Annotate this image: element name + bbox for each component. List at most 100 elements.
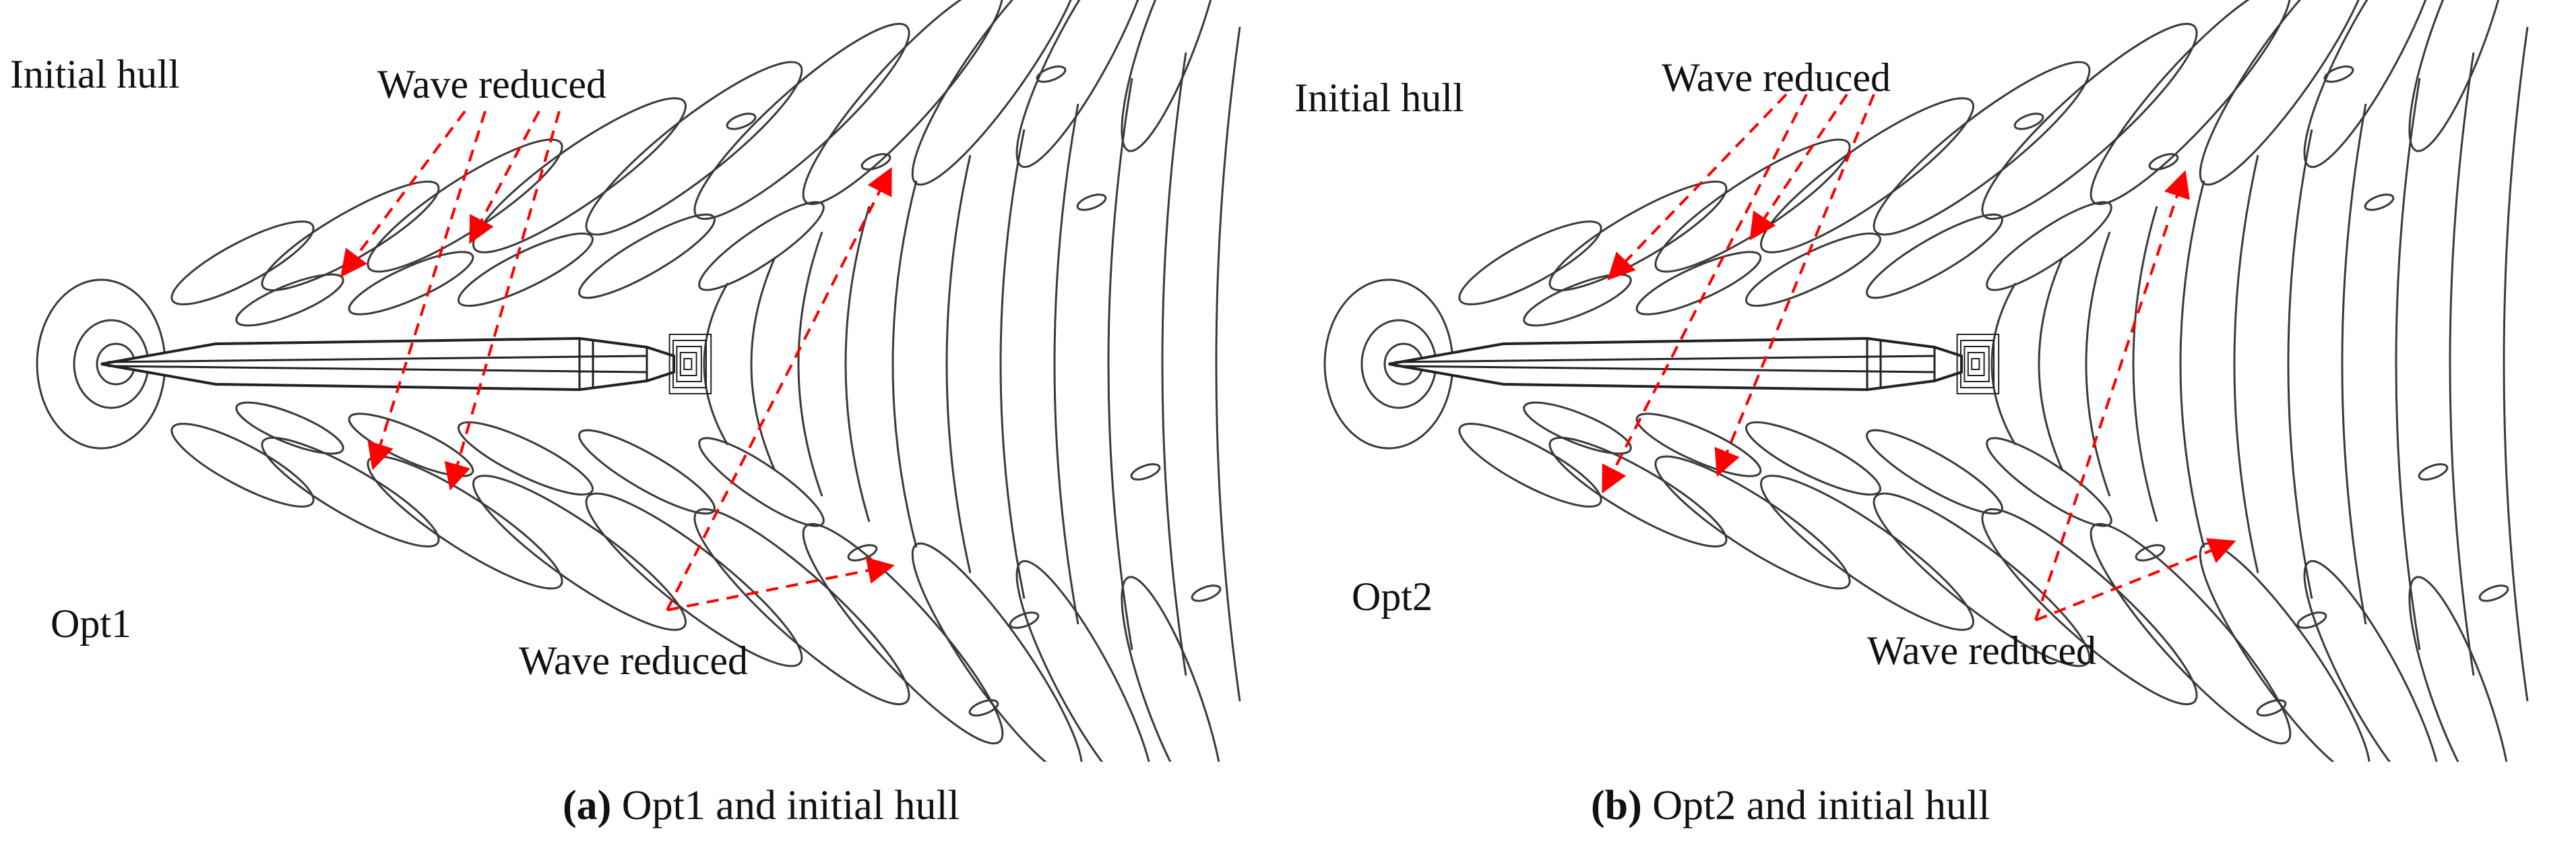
wave-contour	[2303, 0, 2442, 169]
transverse-crest	[2341, 103, 2367, 625]
wave-contour	[170, 423, 315, 508]
wave-contour	[1873, 61, 2091, 236]
wave-contour	[2478, 584, 2509, 602]
wave-contour	[2296, 611, 2327, 629]
transverse-crest	[1990, 282, 2017, 446]
wave-contour	[170, 220, 315, 305]
wave-contour	[802, 522, 1004, 745]
transverse-crest	[2395, 78, 2421, 651]
transverse-crest	[2132, 206, 2158, 522]
contours	[36, 0, 1224, 762]
transverse-crest	[2503, 26, 2529, 702]
transverse-crest	[797, 231, 823, 497]
wave-contour	[693, 508, 910, 706]
wave-contour	[1130, 463, 1161, 481]
wave-contour	[367, 138, 563, 273]
transverse-crest	[703, 282, 729, 446]
stern-wake-ring	[668, 334, 712, 394]
wave-contour	[348, 413, 474, 477]
transverse-crest	[1107, 78, 1133, 651]
wave-contour	[2323, 65, 2354, 83]
stern-wake-ring	[679, 352, 697, 376]
wave-contour	[1036, 65, 1067, 83]
wave-contour	[698, 201, 825, 291]
transverse-crest	[945, 154, 972, 574]
wave-contour	[1121, 576, 1224, 762]
transverse-crest	[750, 257, 776, 471]
wave-contour	[1548, 180, 1728, 292]
top-label: Initial hull	[10, 52, 180, 96]
wave-contour-plot	[1323, 0, 2529, 762]
wave-contour	[2148, 153, 2179, 171]
wave-contour	[2135, 544, 2166, 562]
hull-line	[107, 355, 648, 363]
stern-wake-ring	[683, 358, 693, 370]
wave-contour	[585, 61, 803, 236]
stern-wake-ring	[676, 346, 702, 382]
annotation-top: Wave reduced	[1662, 55, 1891, 100]
wave-reduced-arrows	[1602, 93, 2236, 622]
stern-wake-ring	[672, 340, 707, 388]
wave-contour	[578, 213, 716, 299]
contours	[1323, 0, 2512, 762]
wave-contour	[1523, 401, 1632, 455]
wave-contour	[802, 0, 1004, 206]
wave-contour	[2090, 0, 2292, 206]
wave-reduced-arrow	[1602, 94, 1808, 494]
stern-wake-ring	[1971, 358, 1980, 370]
caption-letter: (b)	[1591, 783, 1642, 829]
wave-contour	[1981, 508, 2198, 706]
wave-reduced-arrow	[1749, 93, 1848, 241]
stern-wake-ring	[1956, 334, 2000, 394]
wave-contour	[860, 153, 891, 171]
wave-reduced-arrow	[2034, 170, 2190, 621]
panel-b: Initial hull Opt2 Wave reduced Wave redu…	[1288, 0, 2576, 842]
transverse-crest	[844, 206, 871, 522]
wave-contour	[2408, 576, 2512, 762]
wave-reduced-arrow	[367, 111, 486, 471]
wave-contour	[261, 180, 440, 292]
hull-outline	[100, 336, 675, 392]
wave-contour	[726, 113, 757, 130]
wave-reduced-arrows	[340, 110, 895, 611]
top-label: Initial hull	[1294, 76, 1464, 120]
transverse-crest	[2085, 231, 2111, 497]
wave-contour	[1191, 584, 1222, 602]
hull	[100, 334, 712, 394]
transverse-crest	[999, 129, 1026, 599]
wave-contour	[1121, 0, 1224, 152]
wave-contour	[2256, 699, 2287, 717]
stern-wake-ring	[1964, 346, 1990, 382]
annotation-bottom: Wave reduced	[519, 638, 748, 683]
wave-contour	[847, 544, 878, 562]
transverse-crest	[2038, 257, 2064, 471]
wave-contour	[1866, 213, 2003, 299]
wave-contour	[1760, 475, 1974, 631]
wave-contour	[2408, 0, 2512, 152]
wave-contour	[1635, 251, 1762, 315]
transverse-waves	[1990, 26, 2529, 702]
transverse-crest	[2287, 129, 2313, 599]
wave-contour	[1760, 97, 1974, 253]
wave-contour	[1654, 138, 1851, 273]
hull-outline	[1388, 336, 1963, 392]
transverse-crest	[1215, 26, 1241, 702]
wave-contour	[1981, 22, 2198, 220]
wave-contour	[2364, 193, 2395, 211]
wave-contour	[2199, 542, 2371, 762]
annotation-top: Wave reduced	[377, 62, 606, 107]
wave-contour	[235, 273, 344, 327]
wave-contour-plot	[36, 0, 1241, 762]
wave-reduced-arrow	[1607, 93, 1788, 280]
wave-contour	[2013, 113, 2044, 130]
stern-wake-ring	[1960, 340, 1994, 388]
transverse-crest	[2233, 154, 2259, 574]
wave-contour	[1745, 421, 1882, 496]
transverse-crest	[2179, 180, 2205, 548]
wave-contour	[968, 699, 999, 717]
caption-text: Opt1 and initial hull	[621, 783, 960, 829]
panel-a: Initial hull Opt1 Wave reduced Wave redu…	[0, 0, 1280, 842]
wave-contour	[1015, 560, 1154, 762]
wave-contour	[348, 251, 474, 315]
wave-contour	[472, 475, 687, 631]
